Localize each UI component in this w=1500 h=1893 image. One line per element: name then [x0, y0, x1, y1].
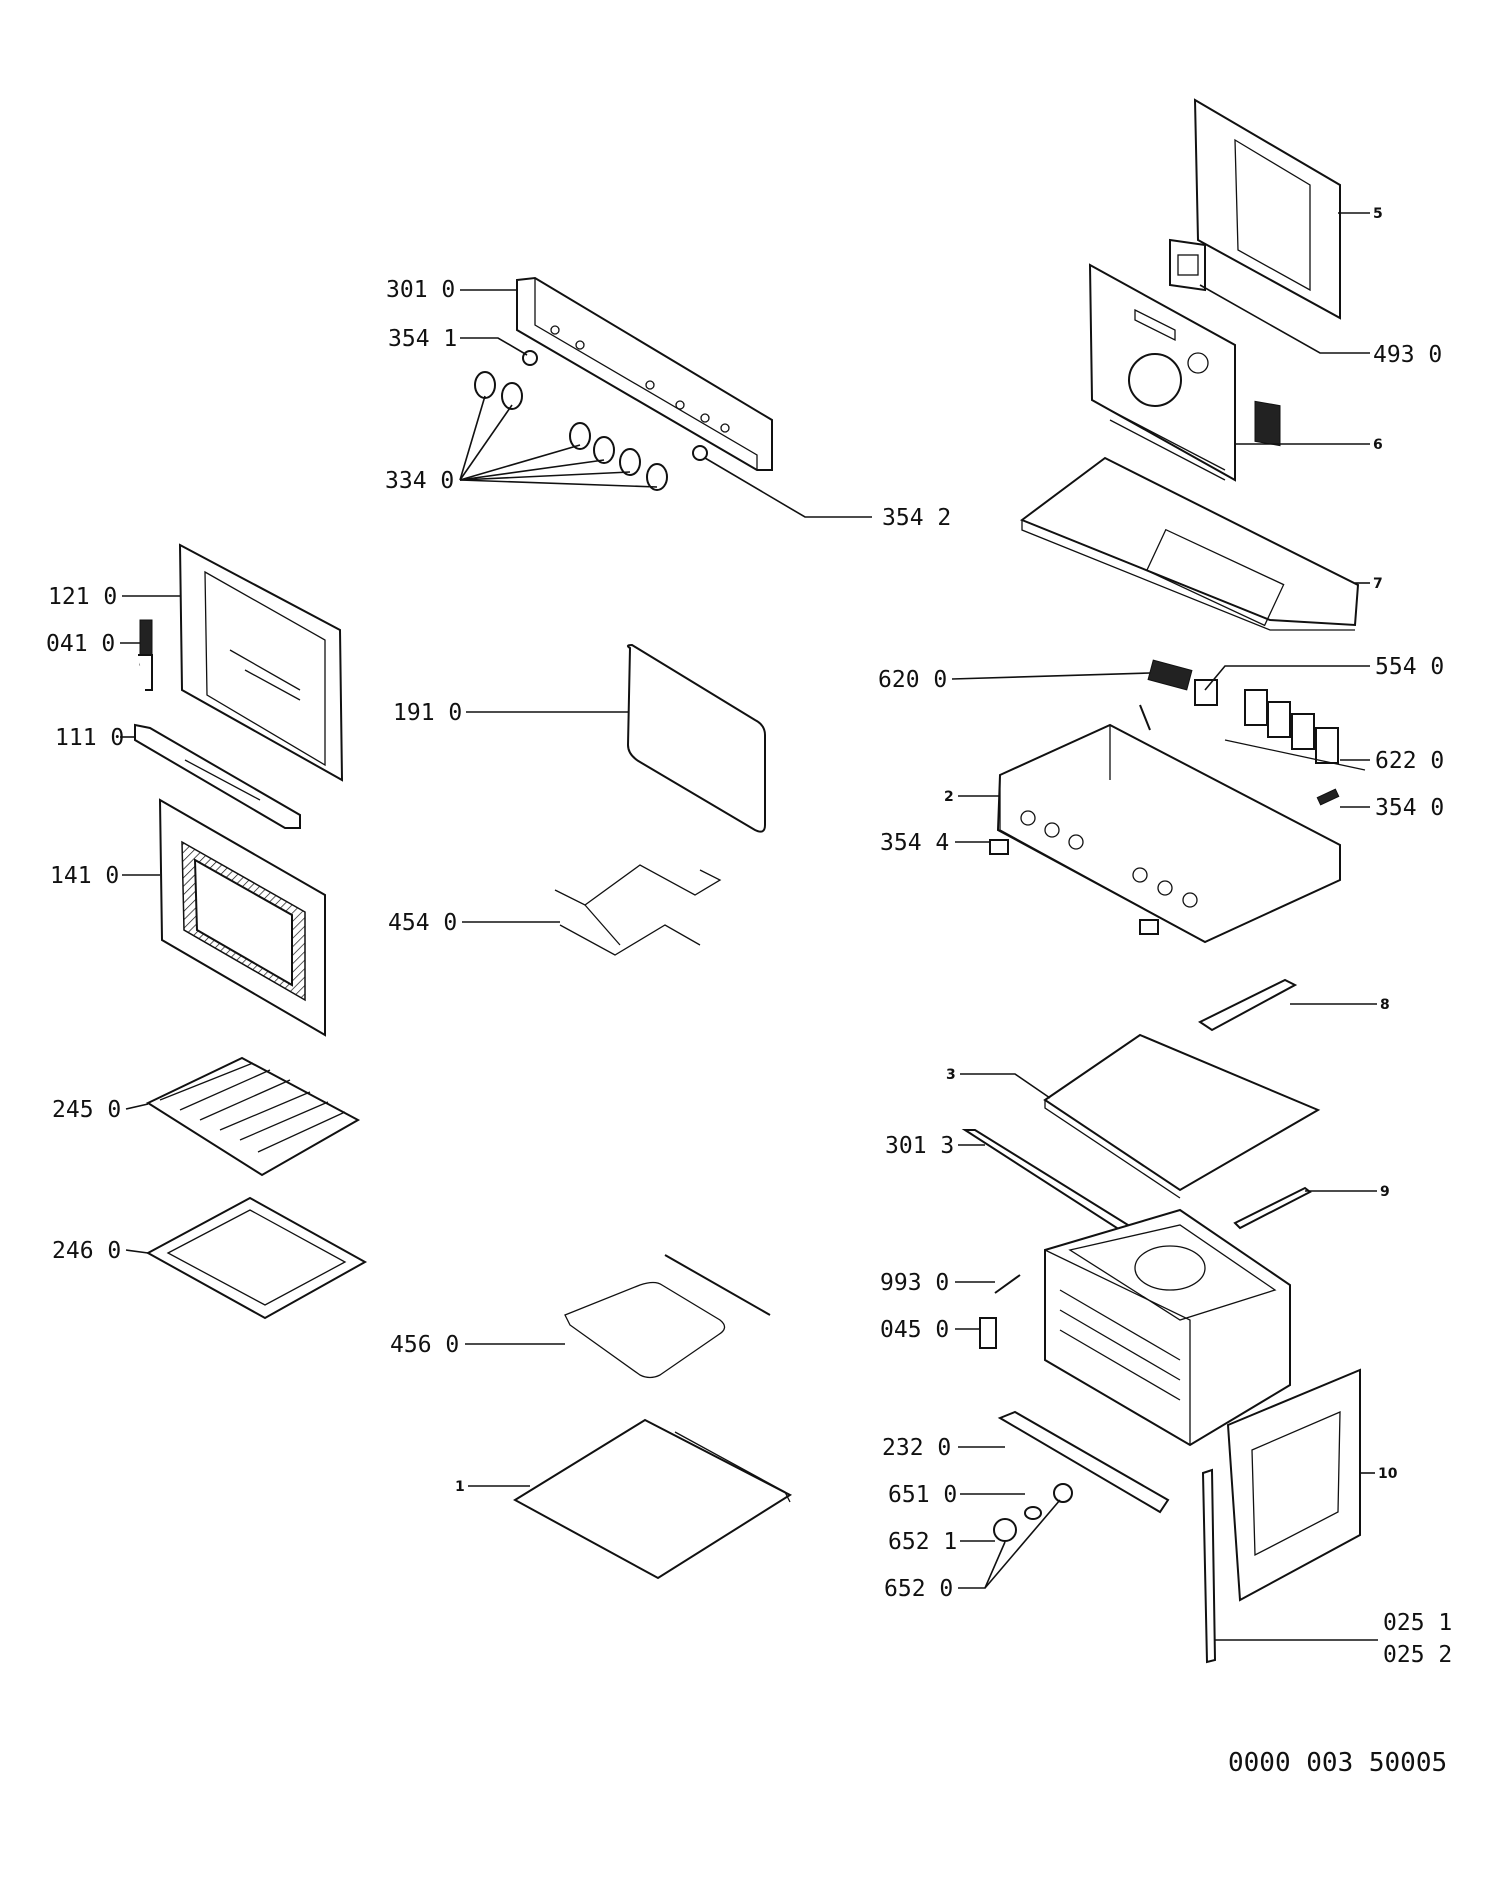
- inner-door-frame-part: [178, 543, 344, 782]
- callout-025-2: 025 2: [1383, 1642, 1452, 1668]
- terminal-block-part: [1169, 238, 1206, 292]
- callout-493-0: 493 0: [1373, 342, 1442, 368]
- door-handle-part: [134, 723, 301, 829]
- callout-456-0: 456 0: [390, 1332, 459, 1358]
- callout-245-0: 245 0: [52, 1097, 121, 1123]
- callout-025-1: 025 1: [1383, 1610, 1452, 1636]
- callout-354-4: 354 4: [880, 830, 949, 856]
- indicator-lamp-part-2: [692, 445, 708, 461]
- rear-cover-part: [1193, 98, 1341, 447]
- strip-part: [1233, 1186, 1312, 1230]
- callout-652-0: 652 0: [884, 1576, 953, 1602]
- callout-301-0: 301 0: [386, 277, 455, 303]
- callout-045-0: 045 0: [880, 1317, 949, 1343]
- lamp-holder-part: [979, 1317, 997, 1349]
- callout-10: 10: [1378, 1466, 1398, 1482]
- outer-door-glass-part: [158, 798, 326, 1037]
- wire-shelf-part: [145, 1056, 361, 1177]
- callout-232-0: 232 0: [882, 1435, 951, 1461]
- callout-622-0: 622 0: [1375, 748, 1444, 774]
- callout-2: 2: [944, 789, 954, 805]
- callout-6: 6: [1373, 437, 1383, 453]
- callout-652-1: 652 1: [888, 1529, 957, 1555]
- drawing-code: 0000 003 50005: [1228, 1748, 1447, 1778]
- rail-part: [961, 1129, 1130, 1232]
- top-heating-element-part: [554, 864, 722, 956]
- callout-354-2: 354 2: [882, 505, 951, 531]
- callout-651-0: 651 0: [888, 1482, 957, 1508]
- callout-334-0: 334 0: [385, 468, 454, 494]
- door-hinge-part: [138, 619, 153, 691]
- lamp-cover-part: [1024, 1483, 1073, 1520]
- hinge-strip-part: [1201, 1468, 1217, 1664]
- callout-5: 5: [1373, 206, 1383, 222]
- bottom-plate-part: [513, 1418, 793, 1580]
- probe-part: [994, 1274, 1021, 1294]
- switch-part: [1139, 659, 1193, 731]
- small-lamp-part: [1316, 788, 1340, 806]
- front-frame-part: [997, 1410, 1170, 1514]
- side-panel-part: [1043, 1033, 1321, 1199]
- callout-454-0: 454 0: [388, 910, 457, 936]
- knob-group-part: [474, 371, 668, 491]
- lamp-glass-part: [993, 1518, 1017, 1542]
- callout-7: 7: [1373, 576, 1383, 592]
- control-panel-part: [516, 276, 773, 471]
- callout-041-0: 041 0: [46, 631, 115, 657]
- callout-9: 9: [1380, 1184, 1390, 1200]
- callout-246-0: 246 0: [52, 1238, 121, 1264]
- callout-1: 1: [455, 1479, 465, 1495]
- callout-620-0: 620 0: [878, 667, 947, 693]
- callout-993-0: 993 0: [880, 1270, 949, 1296]
- callout-8: 8: [1380, 997, 1390, 1013]
- callout-554-0: 554 0: [1375, 654, 1444, 680]
- back-panel-part: [1088, 263, 1236, 482]
- door-seal-part: [626, 643, 766, 833]
- side-wall-part: [1226, 1368, 1361, 1602]
- bottom-heating-element-part: [564, 1254, 771, 1379]
- thermostat-part: [1194, 679, 1218, 706]
- top-cover-part: [1019, 456, 1360, 631]
- callout-141-0: 141 0: [50, 863, 119, 889]
- callout-3: 3: [946, 1067, 956, 1083]
- callout-354-0: 354 0: [1375, 795, 1444, 821]
- callout-191-0: 191 0: [393, 700, 462, 726]
- baking-tray-part: [145, 1196, 368, 1320]
- callout-354-1: 354 1: [388, 326, 457, 352]
- callout-111-0: 111 0: [55, 725, 124, 751]
- oven-cavity-part: [1044, 1208, 1291, 1447]
- selector-switch-part: [1224, 689, 1366, 771]
- callout-121-0: 121 0: [48, 584, 117, 610]
- knob-spindle-part: [989, 839, 1159, 935]
- bracket-part: [1198, 978, 1298, 1032]
- callout-301-3: 301 3: [885, 1133, 954, 1159]
- control-housing-part: [996, 723, 1341, 944]
